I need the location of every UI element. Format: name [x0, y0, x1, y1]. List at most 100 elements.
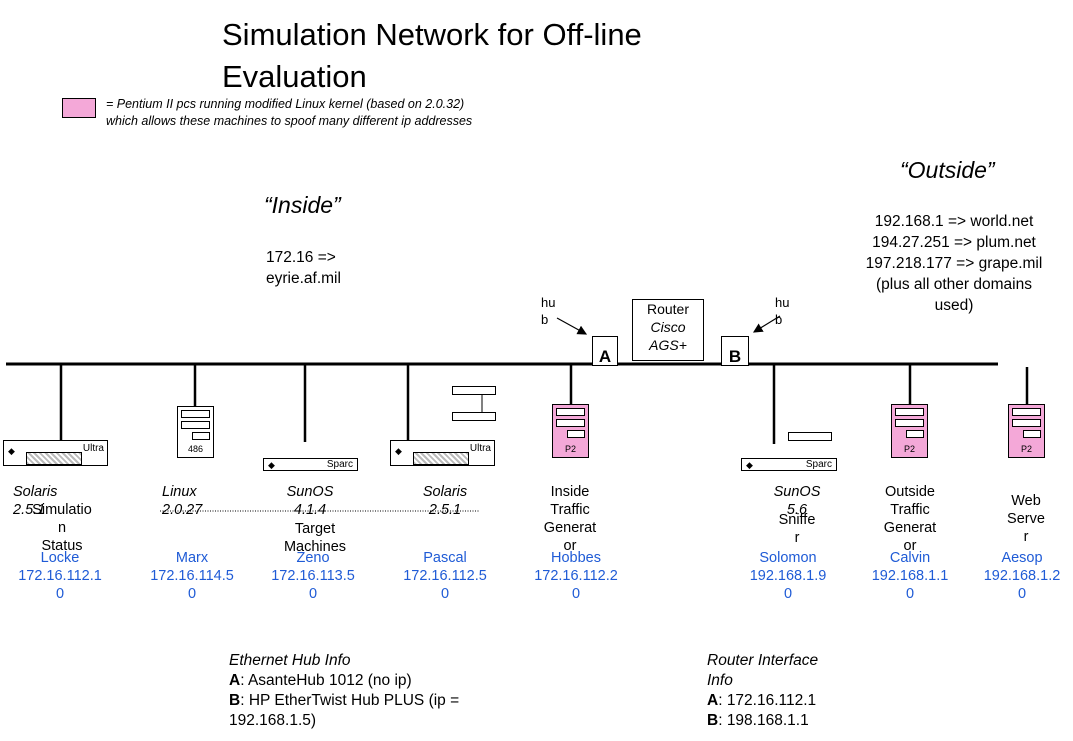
- host-calvin: Calvin 192.168.1.1 0: [858, 549, 962, 603]
- host-ip: 172.16.112.5: [403, 568, 487, 584]
- host-ip-suffix: 0: [1017, 586, 1027, 602]
- hub-label-a-line-1: hu: [541, 295, 556, 310]
- ethernet-hub-info-title: Ethernet Hub Info: [229, 652, 351, 669]
- os-line-1: Solaris: [13, 484, 58, 500]
- p2-tower-aesop: P2: [1008, 404, 1045, 458]
- hub-a-value: : AsanteHub 1012 (no ip): [240, 672, 412, 689]
- role-line-1: Outside: [885, 484, 935, 500]
- host-name: Zeno: [296, 550, 330, 566]
- router-a-value: : 172.16.112.1: [718, 692, 817, 709]
- ultra-workstation-pascal: ◆ Ultra: [390, 440, 495, 466]
- os-line-2: 2.5.1: [13, 502, 46, 518]
- router-interface-info: Router Interface Info A: 172.16.112.1 B:…: [707, 651, 887, 731]
- outside-mapping-2: 194.27.251 => plum.net: [872, 234, 1036, 251]
- inside-mapping: 172.16 => eyrie.af.mil: [266, 247, 396, 289]
- router-line-1: Router: [646, 301, 690, 317]
- host-hobbes: Hobbes 172.16.112.2 0: [524, 549, 628, 603]
- router-b-value: : 198.168.1.1: [718, 712, 809, 729]
- hub-label-a: hu b: [541, 294, 555, 328]
- os-line-2: 2.0.27: [162, 502, 203, 518]
- target-machines-label: Target Machines: [270, 520, 360, 556]
- router-line-3: AGS+: [649, 337, 687, 353]
- hub-a: A: [592, 336, 618, 366]
- legend-line-1: = Pentium II pcs running modified Linux …: [106, 97, 465, 111]
- sparc-label: Sparc: [326, 459, 353, 470]
- hub-label-b-line-1: hu: [775, 295, 790, 310]
- ultra-label: Ultra: [82, 443, 104, 454]
- sun-logo-icon: ◆: [8, 446, 15, 456]
- host-ip-suffix: 0: [571, 586, 581, 602]
- role-line-4: or: [563, 538, 577, 554]
- outside-mapping-3: 197.218.177 => grape.mil: [865, 255, 1043, 272]
- host-pascal: Pascal 172.16.112.5 0: [393, 549, 497, 603]
- outside-mapping-5: used): [934, 297, 974, 314]
- inside-mapping-line-2: eyrie.af.mil: [266, 270, 341, 287]
- os-line-2: 2.5.1: [428, 502, 462, 518]
- sparc-label: Sparc: [805, 459, 832, 470]
- ultra-workstation-locke: ◆ Ultra: [3, 440, 108, 466]
- ethernet-hub-info: Ethernet Hub Info A: AsanteHub 1012 (no …: [229, 651, 549, 731]
- host-ip: 192.168.1.9: [749, 568, 827, 584]
- page-title: Simulation Network for Off-line Evaluati…: [222, 17, 642, 94]
- role-line-3: Generat: [883, 520, 937, 536]
- role-line-1: Inside: [550, 484, 590, 500]
- role-line-1: Simulatio: [32, 502, 92, 518]
- hub-b-value: : HP EtherTwist Hub PLUS (ip =: [240, 692, 460, 709]
- host-ip: 192.168.1.2: [983, 568, 1061, 584]
- router-interface-a: A: 172.16.112.1: [707, 691, 887, 711]
- sparc-workstation-zeno: ◆ Sparc: [263, 458, 358, 471]
- host-ip: 172.16.112.1: [18, 568, 102, 584]
- router-b-key: B: [707, 712, 719, 729]
- role-line-1: Sniffe: [778, 512, 816, 528]
- role-line-2: Traffic: [890, 502, 930, 518]
- mini-unit-pascal-1: [452, 386, 496, 395]
- tower-486-label: 486: [187, 444, 204, 454]
- host-ip-suffix: 0: [783, 586, 793, 602]
- p2-label: P2: [1020, 444, 1032, 454]
- inside-mapping-line-1: 172.16 =>: [266, 249, 336, 266]
- ultra-label: Ultra: [469, 443, 491, 454]
- target-line-2: Machines: [283, 539, 347, 555]
- sun-logo-icon: ◆: [746, 460, 753, 470]
- role-line-3: r: [1023, 529, 1029, 545]
- router: Router Cisco AGS+: [632, 299, 704, 361]
- mini-unit-pascal-2: [452, 412, 496, 421]
- ethernet-hub-a: A: AsanteHub 1012 (no ip): [229, 671, 549, 691]
- host-name: Hobbes: [551, 550, 601, 566]
- host-name: Aesop: [1001, 550, 1043, 566]
- host-ip: 172.16.113.5: [271, 568, 355, 584]
- sun-logo-icon: ◆: [268, 460, 275, 470]
- os-line-1: Solaris: [422, 484, 468, 500]
- role-line-2: Traffic: [550, 502, 590, 518]
- os-line-1: Linux: [162, 484, 197, 500]
- host-name: Locke: [40, 550, 80, 566]
- ethernet-hub-b: B: HP EtherTwist Hub PLUS (ip =: [229, 691, 549, 711]
- host-name: Calvin: [889, 550, 931, 566]
- os-line-1: SunOS: [773, 484, 821, 500]
- host-ip: 172.16.112.2: [534, 568, 618, 584]
- p2-tower-calvin: P2: [891, 404, 928, 458]
- os-locke: Solaris 2.5.1: [13, 483, 93, 519]
- host-name: Solomon: [759, 550, 817, 566]
- router-info-title-1: Router Interface: [707, 652, 819, 669]
- role-solomon: Sniffe r: [757, 511, 837, 547]
- inside-label: “Inside”: [264, 192, 341, 218]
- role-hobbes: Inside Traffic Generat or: [530, 483, 610, 555]
- hub-a-arrow: [556, 317, 588, 335]
- role-line-4: or: [903, 538, 917, 554]
- host-ip: 192.168.1.1: [871, 568, 949, 584]
- outside-mapping-1: 192.168.1 => world.net: [874, 213, 1034, 230]
- host-ip-suffix: 0: [55, 586, 65, 602]
- hub-b: B: [721, 336, 749, 366]
- sparc-workstation-solomon: ◆ Sparc: [741, 458, 837, 471]
- role-line-1: Web: [1011, 493, 1041, 509]
- os-line-1: SunOS: [286, 484, 334, 500]
- host-aesop: Aesop 192.168.1.2 0: [972, 549, 1072, 603]
- p2-tower-hobbes: P2: [552, 404, 589, 458]
- host-solomon: Solomon 192.168.1.9 0: [736, 549, 840, 603]
- os-line-2: 4.1.4: [293, 502, 327, 518]
- router-a-key: A: [707, 692, 719, 709]
- router-line-2: Cisco: [650, 319, 686, 335]
- host-name: Pascal: [423, 550, 467, 566]
